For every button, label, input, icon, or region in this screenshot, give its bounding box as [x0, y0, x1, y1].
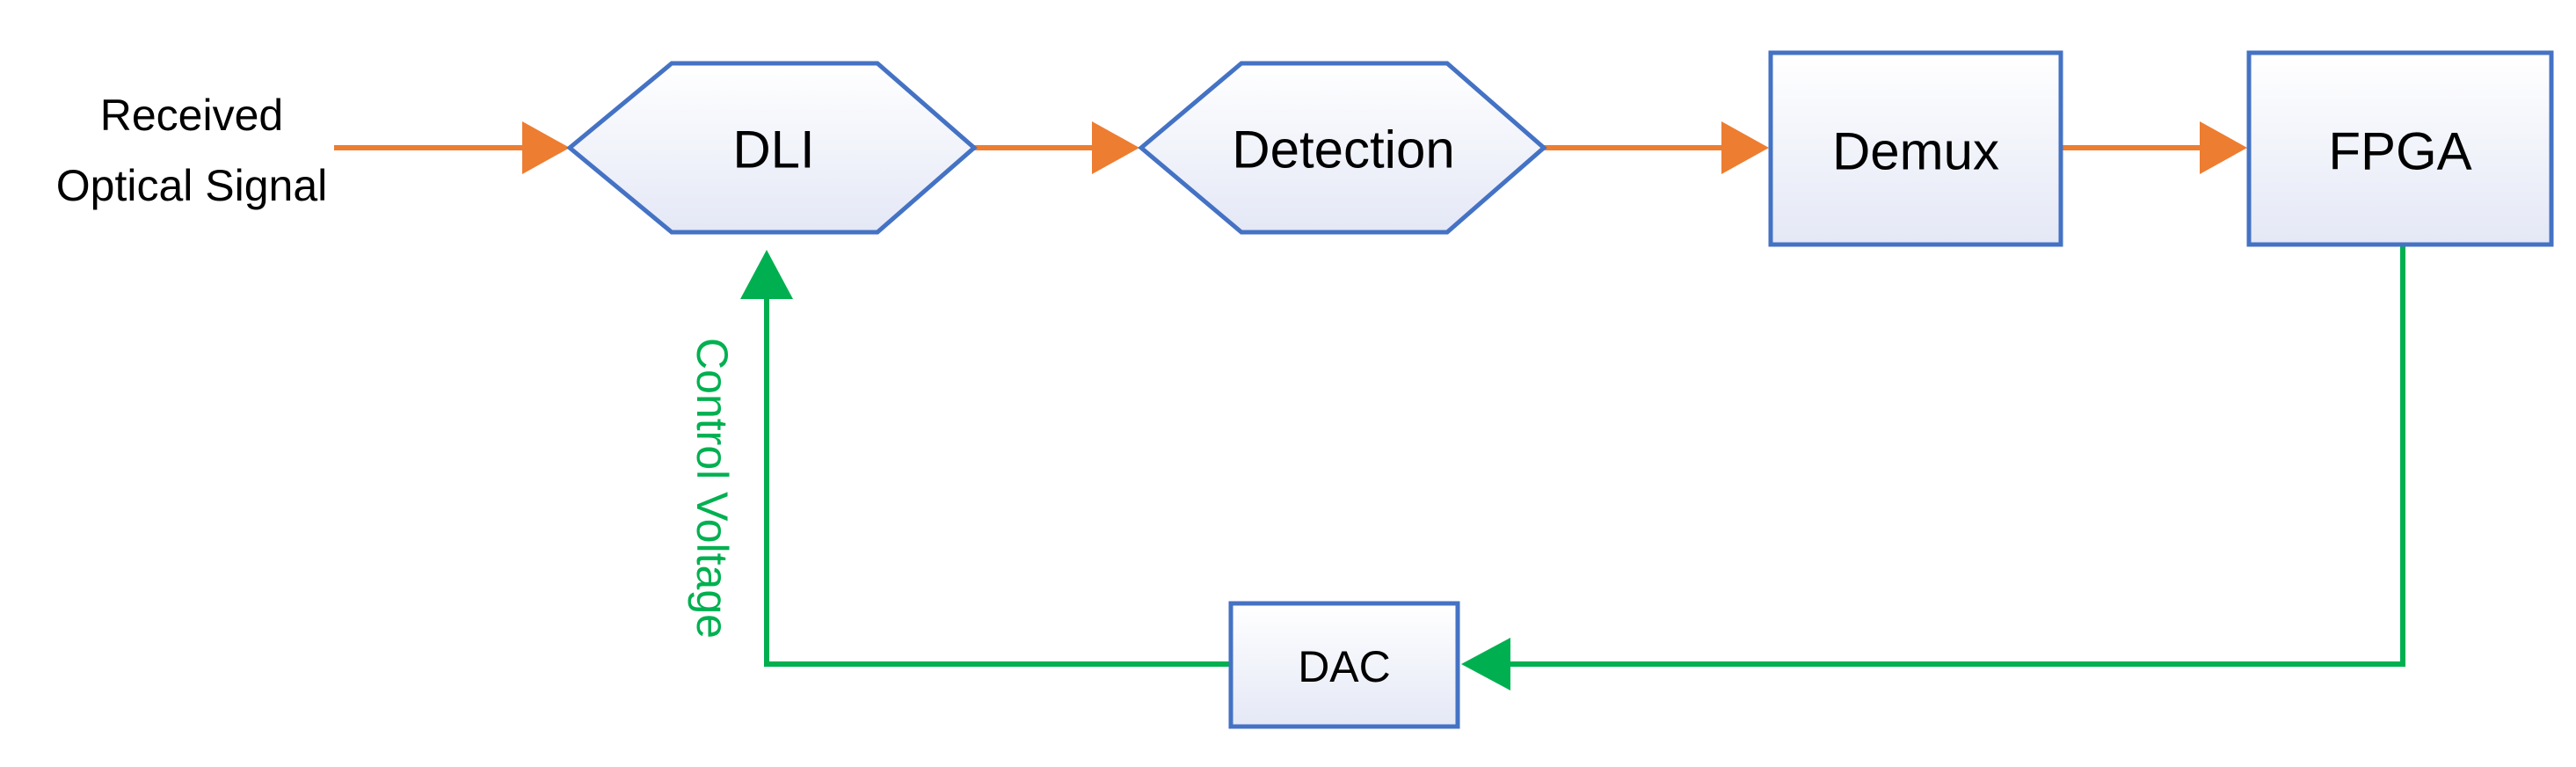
fpga-block: FPGA [2246, 50, 2554, 247]
signal-path [334, 121, 2247, 174]
detection-label: Detection [1232, 121, 1454, 179]
input-label-line1: Received [100, 91, 283, 140]
demux-label: Demux [1832, 122, 1999, 181]
dac-to-dli-line [764, 296, 1231, 667]
input-signal-label: Received Optical Signal [56, 91, 328, 210]
demux-block: Demux [1768, 50, 2063, 247]
dli-shape [566, 61, 978, 235]
demux-shape [1768, 50, 2063, 247]
fpga-shape [2246, 50, 2554, 247]
input-label-line2: Optical Signal [56, 161, 328, 210]
dli-label: DLI [732, 121, 814, 179]
feedback-path [740, 246, 2405, 690]
control-voltage-label: Control Voltage [688, 338, 737, 639]
demux-to-fpga-arrowhead [2200, 121, 2247, 174]
dli-block: DLI [566, 61, 978, 235]
detection-block: Detection [1138, 61, 1547, 235]
dac-shape [1228, 601, 1460, 729]
detection-to-demux-arrowhead [1721, 121, 1769, 174]
dac-block: DAC [1228, 601, 1460, 729]
detection-shape [1138, 61, 1547, 235]
dac-to-dli-arrowhead [740, 250, 793, 299]
dac-label: DAC [1298, 642, 1391, 691]
fpga-to-dac-line [1505, 246, 2405, 667]
fpga-label: FPGA [2328, 122, 2471, 181]
dli-to-detection-arrowhead [1092, 121, 1139, 174]
input-arrowhead [522, 121, 570, 174]
fpga-to-dac-arrowhead [1461, 638, 1510, 690]
